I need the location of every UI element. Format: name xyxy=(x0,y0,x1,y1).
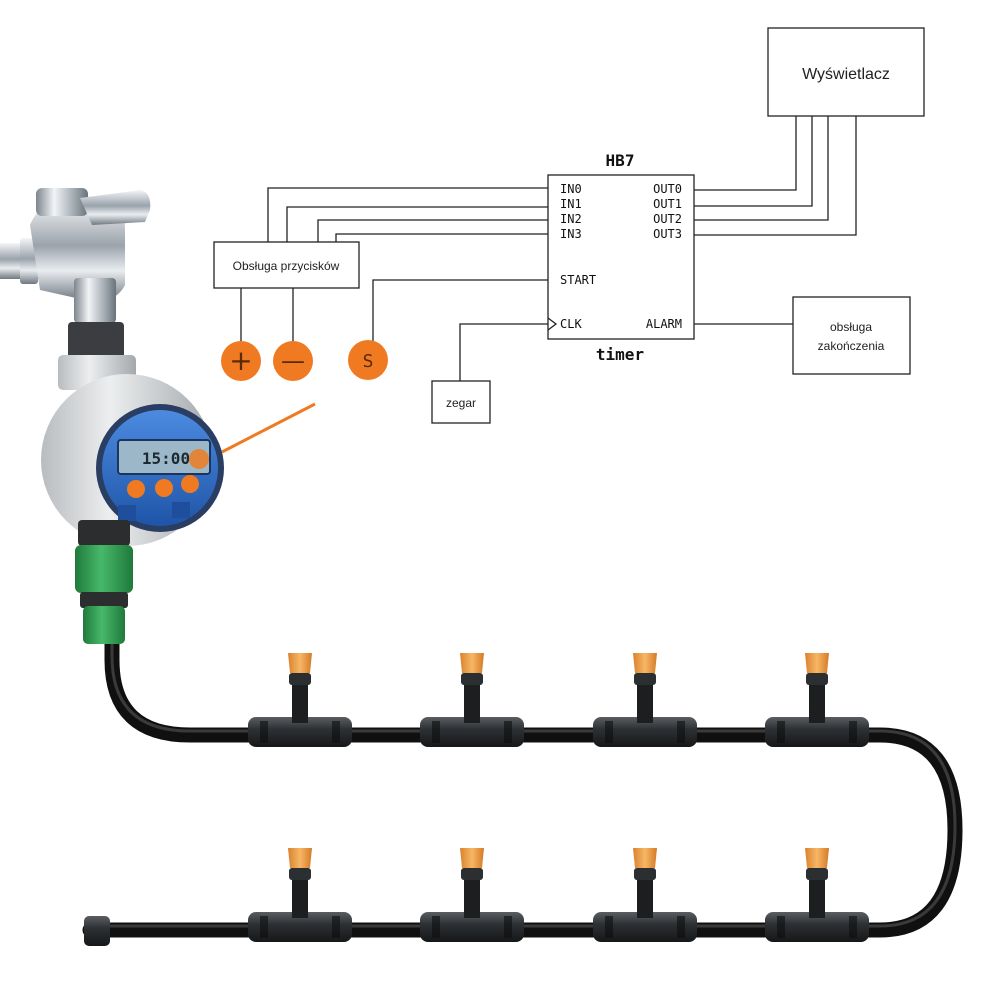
faucet-icon xyxy=(0,188,150,323)
chip-output-3: OUT3 xyxy=(653,227,682,241)
water-timer-icon: 15:00 xyxy=(41,322,224,644)
dripper-icon xyxy=(248,653,352,747)
plus-button[interactable]: + xyxy=(221,341,261,381)
chip-start-label: START xyxy=(560,273,596,287)
chip-clk-label: CLK xyxy=(560,317,582,331)
dripper-icon xyxy=(420,848,524,942)
chip-input-2: IN2 xyxy=(560,212,582,226)
timer-button-right[interactable] xyxy=(181,475,199,493)
end-handler-box xyxy=(793,297,910,374)
chip-input-1: IN1 xyxy=(560,197,582,211)
dripper-icon xyxy=(593,653,697,747)
chip-output-1: OUT1 xyxy=(653,197,682,211)
dripper-icon xyxy=(420,653,524,747)
timer-button-left[interactable] xyxy=(127,480,145,498)
display-label: Wyświetlacz xyxy=(802,66,890,83)
plus-icon: + xyxy=(229,344,252,377)
end-handler-label-1: obsługa xyxy=(830,320,872,334)
minus-button[interactable]: — xyxy=(273,341,313,381)
chip-input-3: IN3 xyxy=(560,227,582,241)
hose-connector-icon xyxy=(75,545,133,593)
end-handler-label-2: zakończenia xyxy=(818,339,885,353)
hose-end-cap xyxy=(84,916,110,946)
pointer-line xyxy=(222,404,315,452)
start-icon: S xyxy=(363,351,374,372)
chip-name: HB7 xyxy=(606,151,635,170)
start-button[interactable]: S xyxy=(348,340,388,380)
dripper-icon xyxy=(593,848,697,942)
buttons-label: Obsługa przycisków xyxy=(233,259,340,273)
dripper-icon xyxy=(248,848,352,942)
chip-output-0: OUT0 xyxy=(653,182,682,196)
clock-label: zegar xyxy=(446,396,476,410)
chip-subtitle: timer xyxy=(596,345,644,364)
minus-icon: — xyxy=(281,347,305,375)
timer-button-middle[interactable] xyxy=(155,479,173,497)
chip-alarm-label: ALARM xyxy=(646,317,682,331)
chip-input-0: IN0 xyxy=(560,182,582,196)
timer-start-button[interactable] xyxy=(189,449,209,469)
dripper-icon xyxy=(765,653,869,747)
chip-output-2: OUT2 xyxy=(653,212,682,226)
timer-lcd-time: 15:00 xyxy=(142,449,190,468)
dripper-icon xyxy=(765,848,869,942)
dripper-group xyxy=(248,653,869,942)
